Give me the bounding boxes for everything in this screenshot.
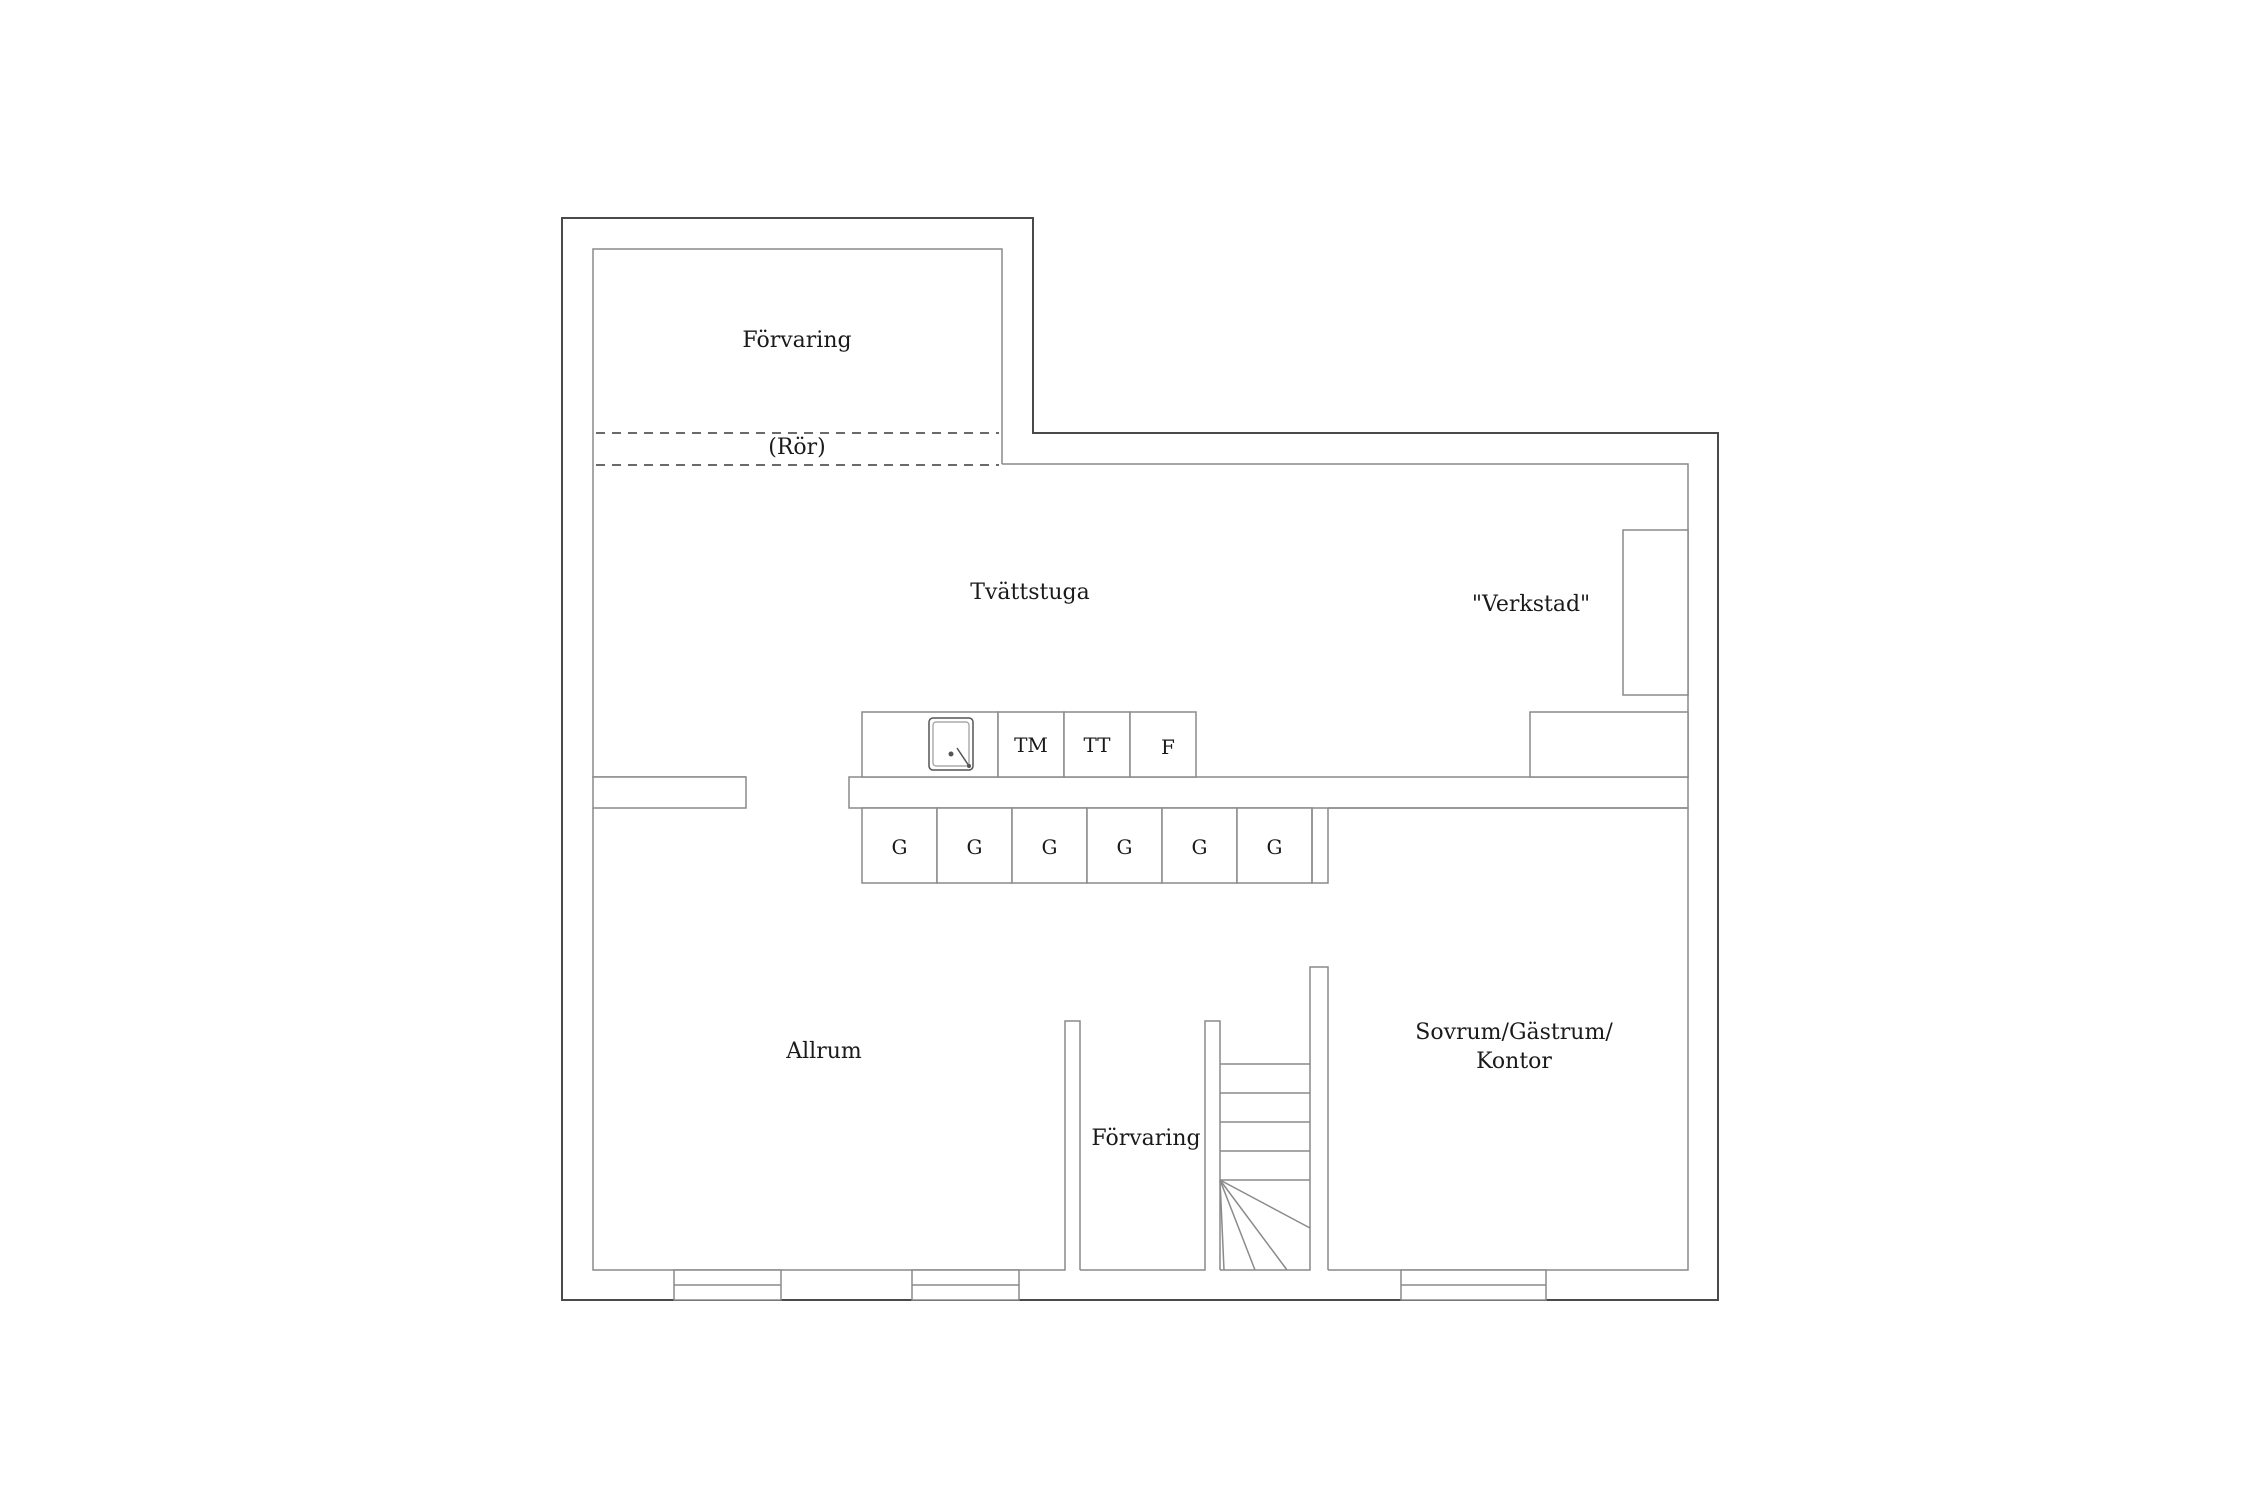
cabinet-label: G (1192, 835, 1208, 859)
cabinet-unit (1236, 807, 1313, 884)
workshop-label: "Verkstad" (1472, 592, 1590, 617)
bedroom-label-line2: Kontor (1476, 1049, 1552, 1074)
family-room-wall (592, 808, 1081, 1271)
cabinet-unit (936, 807, 1013, 884)
window-left-2 (911, 1269, 1020, 1301)
storage-bottom-wall (1080, 1020, 1221, 1271)
outer-wall (561, 217, 1719, 1301)
cabinet-label: G (967, 835, 983, 859)
freezer-unit (1129, 711, 1197, 778)
cabinet-label: G (892, 835, 908, 859)
workbench-vertical (1622, 529, 1689, 696)
laundry-wall (592, 464, 746, 778)
staircase (1219, 1063, 1311, 1271)
dryer-label: TT (1083, 733, 1111, 757)
storage-top-label: Förvaring (742, 328, 851, 353)
washer-unit (997, 711, 1065, 778)
dryer-unit (1063, 711, 1131, 778)
cabinet-unit (861, 807, 938, 884)
bedroom-label-line1: Sovrum/Gästrum/ (1415, 1020, 1613, 1045)
storage-bottom-label: Förvaring (1091, 1126, 1200, 1151)
cabinet-unit (1086, 807, 1163, 884)
storage-top-wall (592, 248, 1003, 464)
cabinet-label: G (1267, 835, 1283, 859)
freezer-label: F (1161, 735, 1175, 759)
washer-label: TM (1014, 733, 1048, 757)
window-left-1 (673, 1269, 782, 1301)
counter-wall (848, 776, 1689, 809)
pipes-label: (Rör) (768, 435, 826, 460)
sink-icon (928, 717, 974, 771)
wall-stub-left (592, 776, 747, 809)
cabinet-label: G (1042, 835, 1058, 859)
cabinet-label: G (1117, 835, 1133, 859)
window-right (1400, 1269, 1547, 1301)
cabinet-unit (1011, 807, 1088, 884)
laundry-label: Tvättstuga (970, 580, 1089, 605)
partition-post (1311, 808, 1329, 884)
workbench-horizontal (1529, 711, 1689, 778)
family-room-label: Allrum (785, 1039, 862, 1064)
stair-wall (1220, 966, 1329, 1271)
